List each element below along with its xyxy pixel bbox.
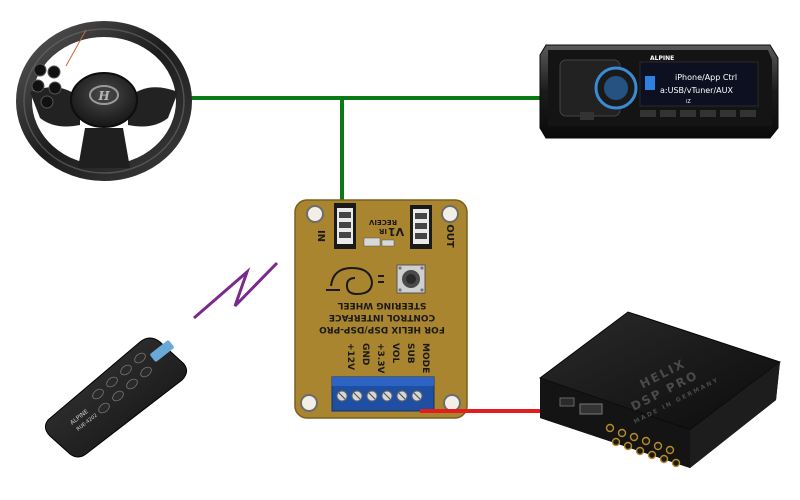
terminal-label-sub: SUB [405,343,415,364]
terminal-label-mode: MODE [420,343,430,373]
radio-display-line2: a:USB/vTuner/AUX [660,86,733,95]
car-radio: ALPINE iPhone/App Ctrl a:USB/vTuner/AUX … [539,44,779,139]
terminal-labels: +12V GND +3.3V VOL SUB MODE [345,343,430,373]
terminal-label-12v: +12V [345,343,355,370]
receiver-label: RECEIV [368,218,397,226]
rca-connectors [605,423,681,468]
ir-remote: ALPINE RUE-4202 [44,337,188,458]
steering-wheel: H [16,21,192,181]
steering-logo: H [97,89,110,103]
wireless-signal-icon [193,261,279,320]
terminal-label-vol: VOL [390,343,400,363]
screw-terminal-block [331,376,435,412]
remote-buttons [92,352,152,414]
radio-brand: ALPINE [650,55,674,62]
terminal-label-gnd: GND [360,343,370,365]
snail-logo [326,266,384,296]
ir-label: IR [378,227,387,235]
out-label: OUT [444,224,455,248]
in-connector [334,203,356,249]
board-title-line3: STEERING WHEEL [337,300,426,310]
version-label: V1 [388,225,404,238]
helix-dsp: HELIX DSP PRO MADE IN GERMANY [538,311,782,468]
radio-display-line3: iZ [686,99,691,105]
steering-hub [70,72,138,128]
in-label: IN [315,230,326,242]
green-wire [186,96,545,205]
board-title-line2: CONTROL INTERFACE [329,312,435,322]
out-connector [410,205,432,249]
terminal-label-3v3: +3.3V [375,343,385,373]
radio-display [639,61,759,107]
mounting-holes [300,205,461,412]
radio-display-line1: iPhone/App Ctrl [675,73,737,82]
pcb-body [294,199,468,419]
interface-board: IN OUT IR RECEIV V1 [294,199,468,419]
radio-buttons [580,110,756,120]
board-title-line1: FOR HELIX DSP/DSP-PRO [319,324,445,334]
mode-push-button [396,264,426,294]
wheel-control-buttons [31,63,62,109]
